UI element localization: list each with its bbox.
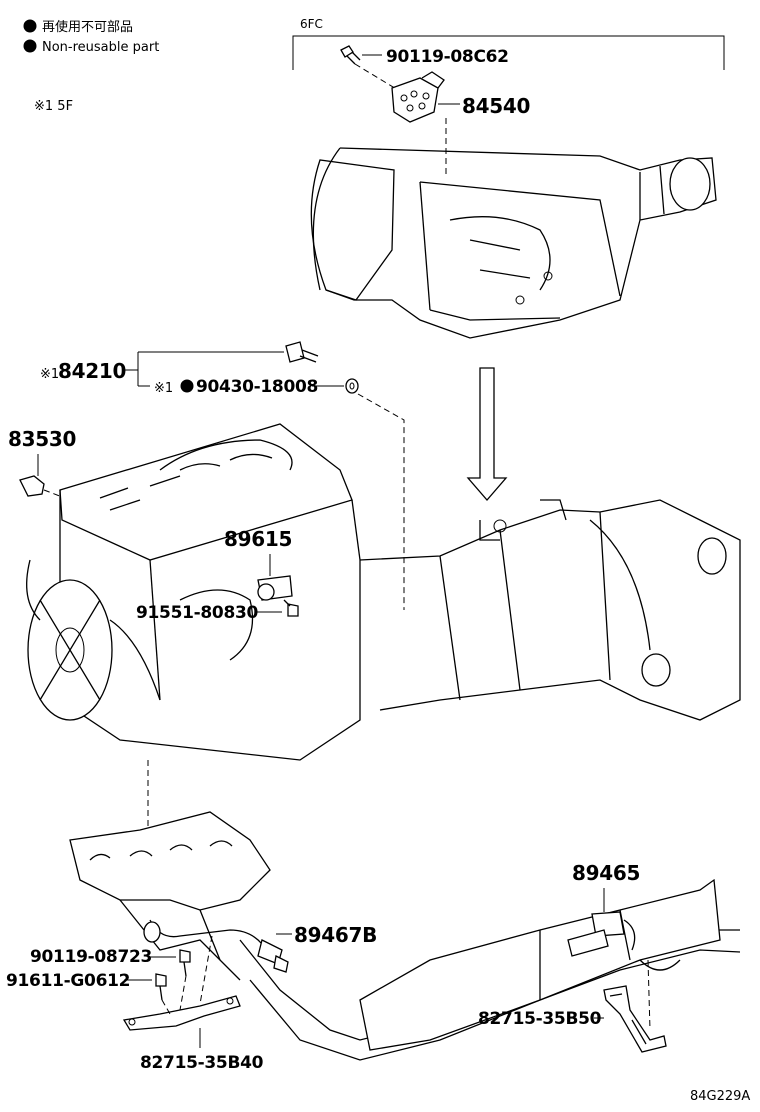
bolt-91551-80830 bbox=[283, 599, 299, 617]
switch-84540 bbox=[391, 71, 445, 123]
bolt-90119-08C62 bbox=[340, 45, 361, 65]
part-84210: 84210 bbox=[58, 359, 126, 383]
bolt-91611-G0612 bbox=[155, 973, 167, 1001]
switch-84210 bbox=[285, 341, 319, 363]
bolt-90119-08723 bbox=[179, 949, 191, 977]
part-84210-mark: ※1 bbox=[40, 367, 59, 382]
sensor-89467B bbox=[143, 919, 289, 973]
part-89615: 89615 bbox=[224, 527, 292, 551]
sender-83530 bbox=[19, 475, 45, 497]
engine-transmission-assembly bbox=[26, 423, 741, 761]
bracket-82715-35B50 bbox=[603, 985, 667, 1053]
non-reusable-dot-icon bbox=[23, 19, 37, 33]
sensor-89615 bbox=[257, 575, 293, 601]
exhaust-pipe bbox=[239, 878, 741, 1061]
non-reusable-dot-icon bbox=[23, 39, 37, 53]
assembly-arrow bbox=[466, 367, 508, 501]
group-6fc-bracket bbox=[292, 35, 725, 70]
non-reusable-dot-icon bbox=[180, 379, 194, 393]
gasket-90430-18008 bbox=[345, 378, 359, 394]
transmission-6fc bbox=[310, 147, 717, 339]
part-91551-80830: 91551-80830 bbox=[136, 603, 259, 623]
part-90430-mark: ※1 bbox=[154, 381, 173, 396]
part-82715-35B50: 82715-35B50 bbox=[478, 1009, 602, 1029]
exhaust-manifold bbox=[69, 811, 271, 981]
part-91611-G0612: 91611-G0612 bbox=[6, 971, 130, 991]
figure-id: 84G229A bbox=[690, 1089, 750, 1104]
sensor-89465 bbox=[567, 911, 636, 957]
legend: 再使用不可部品 Non-reusable part bbox=[23, 19, 159, 55]
part-89465: 89465 bbox=[572, 861, 640, 885]
part-83530: 83530 bbox=[8, 427, 76, 451]
legend-jp-label: 再使用不可部品 bbox=[42, 19, 133, 35]
group-6fc-label: 6FC bbox=[300, 17, 323, 31]
note-1-label: ※1 5F bbox=[34, 99, 73, 114]
bracket-82715-35B40 bbox=[122, 995, 241, 1031]
legend-en-label: Non-reusable part bbox=[42, 40, 159, 55]
part-82715-35B40: 82715-35B40 bbox=[140, 1053, 264, 1073]
part-89467B: 89467B bbox=[294, 923, 377, 947]
part-90119-08C62: 90119-08C62 bbox=[386, 47, 509, 67]
part-90119-08723: 90119-08723 bbox=[30, 947, 152, 967]
part-84540: 84540 bbox=[462, 94, 530, 118]
part-90430-18008: 90430-18008 bbox=[196, 377, 318, 397]
